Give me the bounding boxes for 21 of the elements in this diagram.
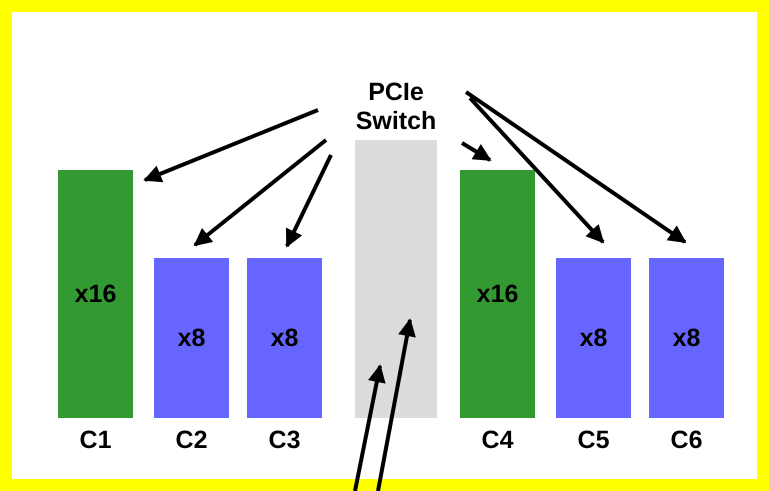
slot-name: C4 xyxy=(480,426,514,455)
slot-name: C2 xyxy=(174,426,208,455)
arrow xyxy=(468,96,604,244)
lane-width-label: x8 xyxy=(178,324,206,352)
arrow xyxy=(460,141,492,162)
lane-width-label: x16 xyxy=(476,280,518,308)
arrow xyxy=(464,90,686,244)
slot-name: C1 xyxy=(78,426,112,455)
lane-width-label: x8 xyxy=(270,324,298,352)
lane-width-label: x16 xyxy=(74,280,116,308)
slot-name: C3 xyxy=(268,426,302,455)
switch-label: PCIe Switch xyxy=(354,78,438,136)
slot-name: C5 xyxy=(576,426,610,455)
arrow xyxy=(194,138,328,247)
arrow xyxy=(285,154,333,248)
arrow xyxy=(143,108,319,182)
lane-width-label: x8 xyxy=(580,324,608,352)
arrow xyxy=(353,364,386,491)
lane-width-label: x8 xyxy=(672,324,700,352)
arrow xyxy=(376,318,416,491)
slot-name: C6 xyxy=(670,426,704,455)
